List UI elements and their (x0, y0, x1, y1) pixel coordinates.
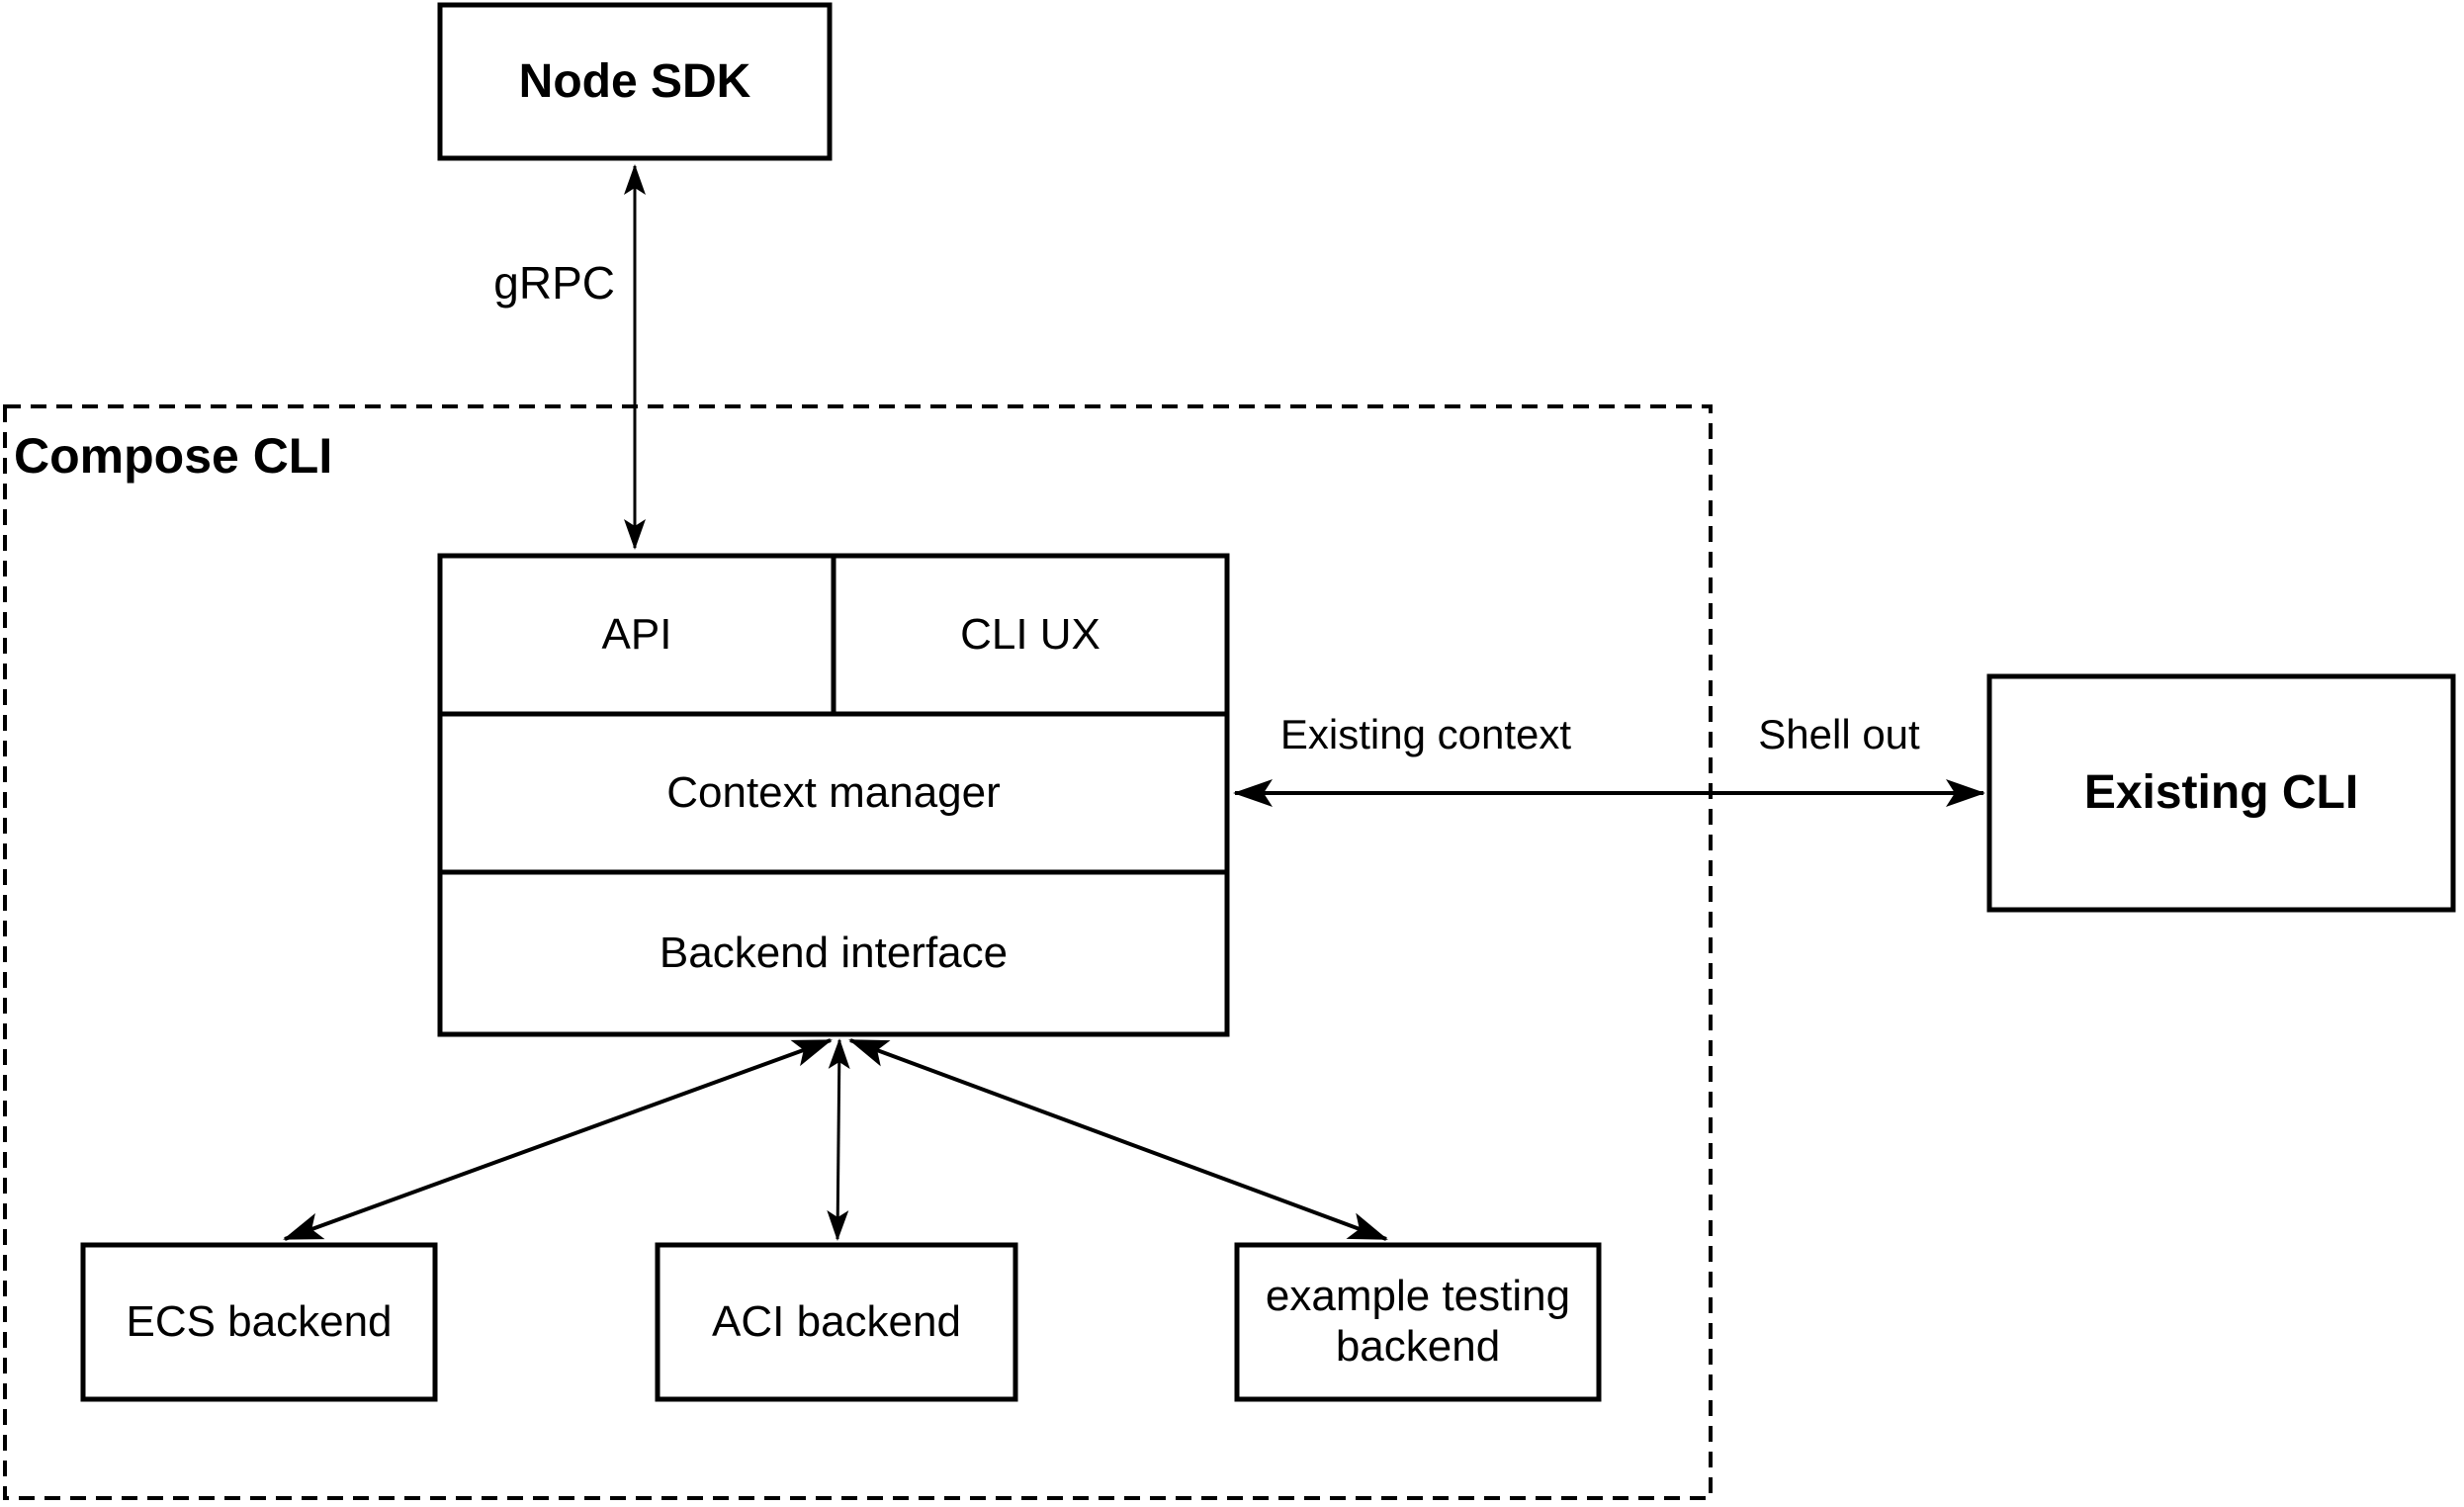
compose-cli-group-label: Compose CLI (14, 428, 333, 485)
ecs-backend-arrow (283, 1038, 833, 1241)
example-testing-backend-box (1234, 1242, 1602, 1402)
aci-backend-label: ACI backend (712, 1296, 961, 1346)
aci-backend-box (655, 1242, 1018, 1402)
shell-out-edge-label: Shell out (1758, 710, 1920, 757)
grpc-edge-label: gRPC (493, 256, 615, 309)
ecs-backend-label: ECS backend (126, 1296, 393, 1346)
ecs-backend-box (80, 1242, 438, 1402)
backend-interface-label: Backend interface (659, 928, 1009, 977)
cli-ux-label: CLI UX (960, 609, 1100, 659)
compose-cli-group-border (3, 404, 1713, 1500)
example-testing-backend-arrow (848, 1038, 1388, 1241)
aci-backend-arrow (827, 1038, 850, 1241)
existing-cli-label: Existing CLI (2083, 766, 2359, 820)
node-sdk-box (437, 2, 833, 161)
context-manager-label: Context manager (666, 767, 1001, 817)
example-testing-backend-label: example testing backend (1265, 1272, 1571, 1371)
existing-cli-box (1986, 673, 2456, 913)
node-sdk-label: Node SDK (518, 54, 751, 108)
api-label: API (601, 609, 672, 659)
existing-context-edge-label: Existing context (1279, 710, 1572, 757)
